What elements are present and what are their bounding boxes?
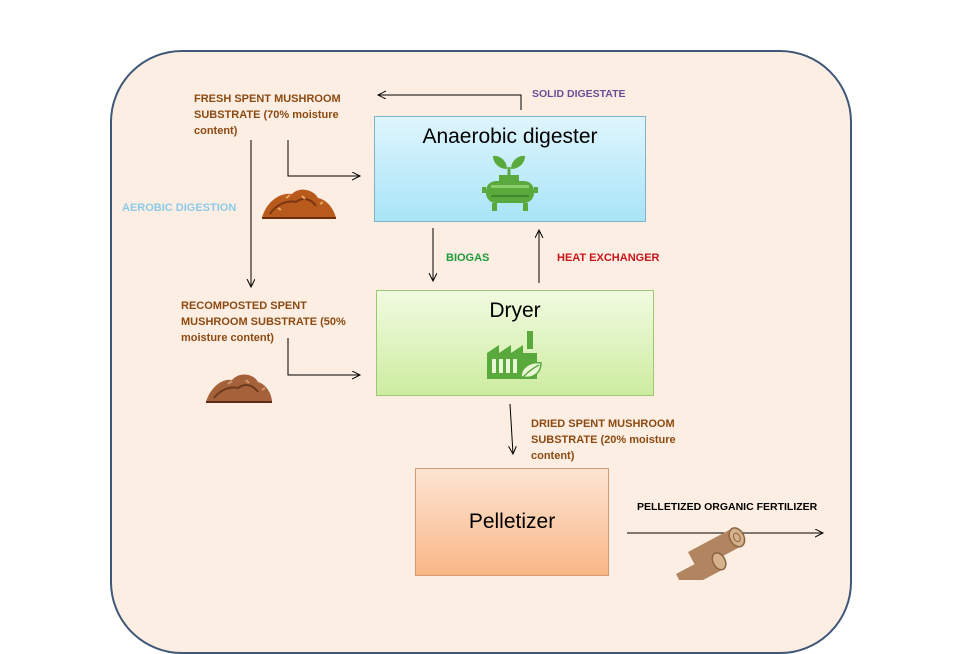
fresh-substrate-label: FRESH SPENT MUSHROOM SUBSTRATE (70% mois… — [194, 93, 341, 137]
factory-leaf-icon — [487, 331, 542, 379]
arrow-recomposted-to-dryer — [287, 338, 360, 375]
dryer-title: Dryer — [489, 299, 541, 322]
pelletizer-title: Pelletizer — [468, 510, 556, 533]
solid-digestate-label: SOLID DIGESTATE — [532, 88, 626, 100]
compost-pile-icon — [262, 189, 336, 219]
fertilizer-pellets-icon — [676, 527, 746, 580]
arrow-solid-digestate — [378, 95, 522, 110]
aerobic-digestion-label: AEROBIC DIGESTION — [122, 202, 237, 214]
arrow-dryer-to-pelletizer — [510, 403, 513, 454]
dryer-box: Dryer — [376, 290, 654, 396]
biogas-label: BIOGAS — [446, 252, 490, 264]
recomposted-substrate-label: RECOMPOSTED SPENT MUSHROOM SUBSTRATE (50… — [181, 300, 346, 344]
flow-arrows — [206, 0, 960, 580]
dried-substrate-label: DRIED SPENT MUSHROOM SUBSTRATE (20% mois… — [531, 418, 676, 462]
arrow-fresh-to-digester — [287, 140, 360, 176]
digester-tank-icon — [482, 155, 538, 211]
pelletized-fertilizer-label: PELLETIZED ORGANIC FERTILIZER — [637, 501, 818, 513]
anaerobic-digester-box: Anaerobic digester — [374, 116, 646, 222]
pelletizer-box: Pelletizer — [415, 468, 609, 576]
compost-pile-icon — [206, 374, 272, 403]
heat-exchanger-label: HEAT EXCHANGER — [557, 252, 660, 264]
anaerobic-digester-title: Anaerobic digester — [422, 125, 598, 148]
